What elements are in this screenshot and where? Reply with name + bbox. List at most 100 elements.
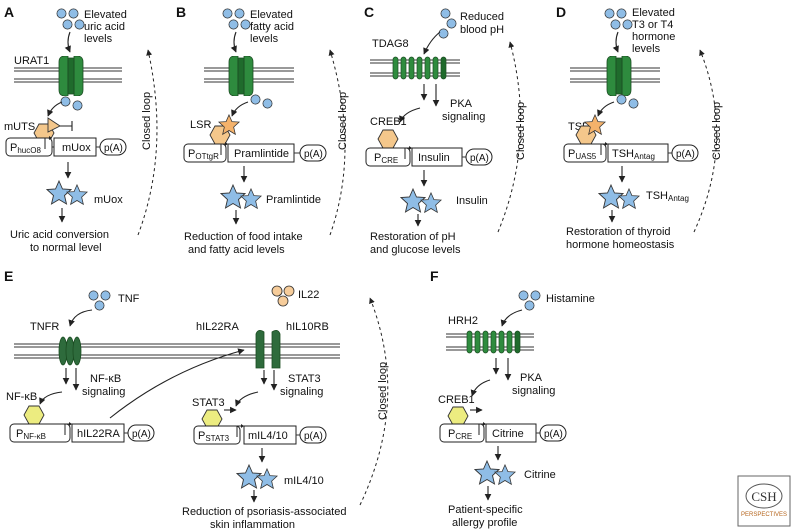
csh-perspectives-logo: CSH PERSPECTIVES [737,475,791,527]
panel-a-ligand-line1: Elevated [84,9,127,21]
tnf-molecule [94,300,105,311]
panel-d-promoter: PUAS5 [568,148,597,161]
tnfr-receptor [58,336,82,366]
panel-b-ligand-line3: levels [250,33,279,45]
panel-f-signal-line1: PKA [520,372,543,384]
panel-f-polya: p(A) [544,429,563,440]
panel-e-receptor2b: hIL10RB [286,321,329,333]
panel-e: E TNF IL22 TNFR hIL22RA hIL10RB NF-κB si… [4,268,389,531]
fatty-acid-transporter [228,56,254,96]
uric-acid-molecule [60,96,71,107]
panel-c: C Reduced blood pH TDAG8 PKA signaling C… [364,4,527,256]
panel-e-polya1: p(A) [132,429,151,440]
panel-e-receptor2a: hIL22RA [196,321,239,333]
panel-b-ligand-line2: fatty acid [250,21,294,33]
panel-c-outcome-line1: Restoration of pH [370,231,456,243]
thyroid-hormone-molecule [604,8,615,19]
pramlintide-protein-star [240,188,262,209]
histamine-molecule [530,290,541,301]
citrine-protein-star [494,464,516,485]
panel-d-ligand-line2: T3 or T4 [632,19,673,31]
panel-a-polya: p(A) [104,143,123,154]
panel-c-promoter: PCRE [374,152,398,165]
mil4-10-protein-star [256,468,278,489]
panel-d-product: TSHAntag [646,190,689,203]
panel-f-letter: F [430,268,439,284]
tsh-antag-protein-star [618,188,640,209]
panel-d-polya: p(A) [676,149,695,160]
panel-b-outcome-line2: and fatty acid levels [188,244,285,256]
panel-d-outcome-line1: Restoration of thyroid [566,226,671,238]
panel-e-receptor1: TNFR [30,321,59,333]
panel-b-letter: B [176,4,186,20]
histamine-molecule [524,300,535,311]
uric-acid-molecule [56,8,67,19]
logo-line1: CSH [751,489,776,504]
tnf-molecule [88,290,99,301]
proton-molecule [438,28,449,39]
panel-d-ligand-line3: hormone [632,31,675,43]
panel-f-outcome-line2: allergy profile [452,517,517,529]
panel-b-product: Pramlintide [266,194,321,206]
panel-a-outcome-line1: Uric acid conversion [10,229,109,241]
panel-e-letter: E [4,268,13,284]
panel-b-ligand-line1: Elevated [250,9,293,21]
panel-e-signal2-line1: STAT3 [288,373,321,385]
panel-a-ligand-line2: uric acid [84,21,125,33]
thyroid-hormone-molecule [616,94,627,105]
panel-c-gene: Insulin [418,152,450,164]
urat1-transporter [58,56,84,96]
panel-e-promoter1: PNF-κB [16,428,46,441]
panel-d-outcome-line2: hormone homeostasis [566,239,675,251]
panel-a-letter: A [4,4,14,20]
panel-a-loop: Closed loop [141,92,153,150]
panel-d-letter: D [556,4,566,20]
panel-c-signal-line2: signaling [442,111,485,123]
panel-d-loop: Closed loop [711,102,723,160]
panel-c-ligand-line2: blood pH [460,24,504,36]
thyroid-hormone-molecule [616,8,627,19]
panel-e-outcome-line2: skin inflammation [210,519,295,531]
proton-molecule [440,8,451,19]
panel-c-signal-line1: PKA [450,98,473,110]
panel-c-outcome-line2: and glucose levels [370,244,461,256]
logo-line2: PERSPECTIVES [741,512,787,518]
panel-a-product: mUox [94,194,123,206]
panel-a: A Elevated uric acid levels URAT1 mUTS P… [4,4,158,254]
panel-f: F Histamine HRH2 PKA signaling CREB1 PCR… [430,268,595,529]
panel-f-outcome-line1: Patient-specific [448,504,523,516]
uric-acid-molecule [72,100,83,111]
panel-b-sensor-label: LSR [190,119,211,131]
panel-f-promoter: PCRE [448,428,472,441]
proton-molecule [446,18,457,29]
muox-protein-star [66,184,88,205]
panel-e-sensor2: STAT3 [192,397,225,409]
panel-d-ligand-line4: levels [632,43,661,55]
uric-acid-molecule [74,19,85,30]
panel-c-sensor-label: CREB1 [370,116,407,128]
panel-f-product: Citrine [524,469,556,481]
panel-d: D Elevated T3 or T4 hormone levels TSR P… [556,4,723,251]
panel-e-outcome-line1: Reduction of psoriasis-associated [182,506,346,518]
panel-a-receptor-label: URAT1 [14,55,49,67]
uric-acid-molecule [62,19,73,30]
panel-d-gene: TSHAntag [612,148,655,161]
panel-e-ligand2: IL22 [298,289,319,301]
panel-e-signal1-line1: NF-κB [90,373,121,385]
fatty-acid-molecule [228,19,239,30]
panel-e-signal1-line2: signaling [82,386,125,398]
tdag8-receptor [392,56,447,80]
creb1-hexagon [377,129,399,149]
panel-b: B Elevated fatty acid levels LSR POTtgR … [176,4,349,256]
panel-c-ligand-line1: Reduced [460,11,504,23]
panel-e-polya2: p(A) [304,431,323,442]
panel-a-outcome-line2: to normal level [30,242,102,254]
panel-a-gene: mUox [62,142,91,154]
panel-e-ligand1: TNF [118,293,140,305]
panel-f-sensor: CREB1 [438,394,475,406]
il22-receptor-complex [255,330,281,369]
panel-a-ligand-line3: levels [84,33,113,45]
nfkb-hexagon [23,405,45,425]
tnf-molecule [100,290,111,301]
